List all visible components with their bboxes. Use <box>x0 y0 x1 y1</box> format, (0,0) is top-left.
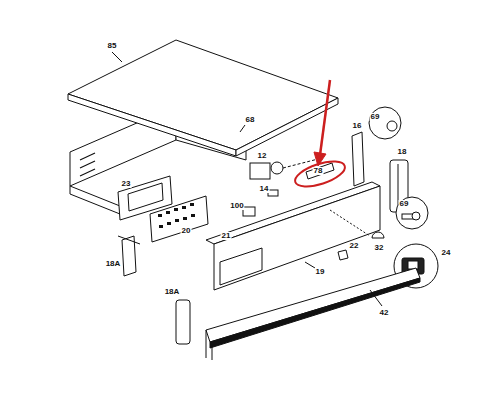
end-cap <box>176 300 190 344</box>
callout-number: 20 <box>181 227 192 235</box>
screw-head <box>412 212 420 220</box>
control-panel <box>214 186 380 290</box>
pointer-arrow <box>320 80 330 155</box>
frame-opening <box>128 183 163 211</box>
leader-line <box>112 52 122 62</box>
callout-number: 78 <box>313 167 324 175</box>
callout-number: 12 <box>257 152 268 160</box>
leader-line <box>240 125 245 132</box>
knob <box>372 232 384 238</box>
clip <box>338 250 348 260</box>
callout-number: 14 <box>259 185 270 193</box>
callout-number: 18 <box>397 148 408 156</box>
bracket <box>352 132 364 186</box>
callout-number: 32 <box>374 244 385 252</box>
control-board <box>150 196 208 242</box>
display-window <box>220 248 262 285</box>
part-78 <box>306 163 334 179</box>
clip <box>268 190 278 196</box>
callout-number: 42 <box>379 309 390 317</box>
top-cover <box>68 40 338 150</box>
callout-number: 23 <box>121 180 132 188</box>
callout-number: 18A <box>105 260 122 268</box>
callout-number: 24 <box>441 249 452 257</box>
buttons <box>158 203 195 228</box>
trim-stripe <box>210 278 420 348</box>
leader-line <box>370 290 382 306</box>
trim-strip <box>206 268 420 342</box>
callout-number: 69 <box>370 113 381 121</box>
callout-number: 22 <box>349 242 360 250</box>
cover-edge <box>68 94 236 156</box>
callout-number: 19 <box>315 268 326 276</box>
detail-circle <box>396 197 428 229</box>
callout-number: 16 <box>352 122 363 130</box>
screw <box>387 121 397 131</box>
callout-number: 21 <box>221 232 232 240</box>
leader-line <box>305 262 315 268</box>
label-plate <box>243 207 255 216</box>
switch-knob <box>271 162 283 174</box>
detail-circle <box>369 107 401 139</box>
switch <box>250 163 270 179</box>
callout-number: 85 <box>107 42 118 50</box>
rocker <box>408 261 418 269</box>
callout-number: 18A <box>164 288 181 296</box>
callout-number: 69 <box>399 200 410 208</box>
front-flange <box>70 186 120 214</box>
highlight-ring <box>292 156 348 191</box>
callout-number: 100 <box>229 202 244 210</box>
callout-number: 68 <box>245 116 256 124</box>
